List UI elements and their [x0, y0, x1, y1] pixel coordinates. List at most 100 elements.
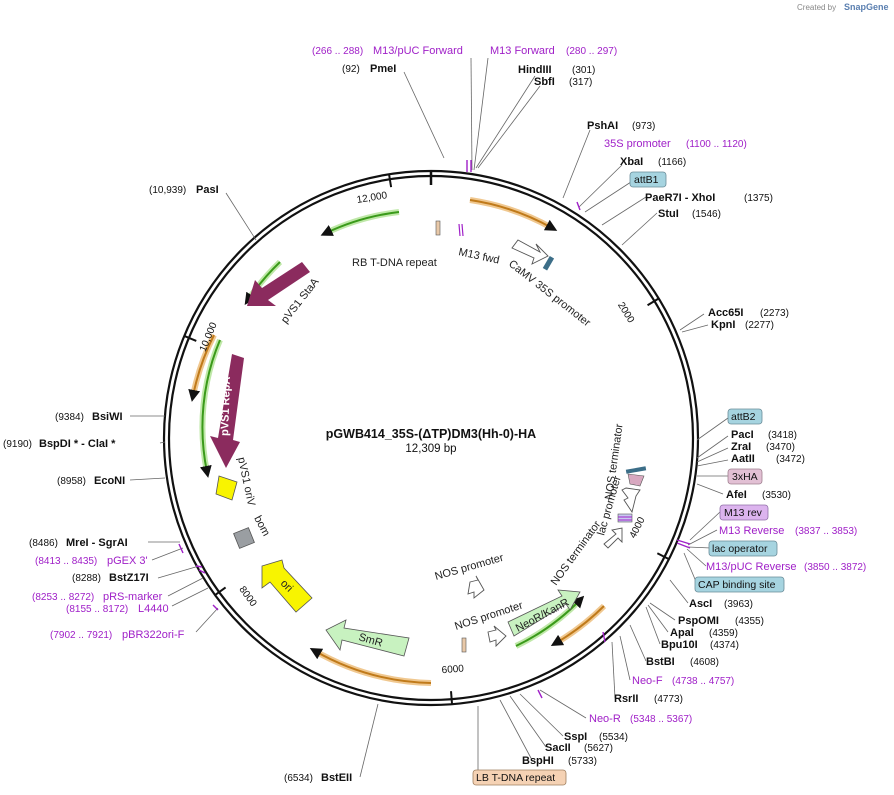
badge-3xha-text: 3xHA [732, 471, 758, 483]
site-afei-name: AfeI [726, 489, 747, 501]
primer-m13puc-rev-pos: (3850 .. 3872) [804, 562, 866, 573]
site-pspomi-name: PspOMI [678, 615, 719, 627]
right-small-features [617, 466, 647, 523]
backbone-outer-circle [162, 169, 700, 707]
pvs1-staa-arrow [247, 262, 310, 306]
primer-35s-name: 35S promoter [604, 138, 671, 150]
site-bpu10i-pos: (4374) [710, 640, 739, 651]
site-bsiwi-pos: (9384) [55, 412, 84, 423]
smr-arrow [325, 619, 410, 657]
site-zrai-pos: (3470) [766, 442, 795, 453]
badge-m13rev-text: M13 rev [724, 507, 763, 519]
feature-label-bom: bom [251, 514, 272, 539]
feature-label-pvs1-repa: pVS1 RepA [219, 376, 233, 436]
primer-m13puc-rev-name: M13/pUC Reverse [706, 561, 796, 573]
nos-terminator-arrow [621, 487, 641, 514]
site-afei-pos: (3530) [762, 490, 791, 501]
site-bstbi-pos: (4608) [690, 657, 719, 668]
site-rsrii-pos: (4773) [654, 694, 683, 705]
neokanr-arrow [507, 589, 581, 637]
site-pshai-name: PshAI [587, 120, 618, 132]
site-bspdi-clai-pos: (9190) [3, 439, 32, 450]
feature-label-rb-repeat: RB T-DNA repeat [352, 257, 437, 269]
site-stui-pos: (1546) [692, 209, 721, 220]
rb-repeat-mark [435, 220, 441, 236]
ori-arrow [261, 559, 313, 613]
site-xbai-pos: (1166) [658, 157, 686, 168]
nos-promoter-arrow-1 [467, 575, 485, 599]
primer-pbr322ori-f-pos: (7902 .. 7921) [50, 630, 112, 641]
badge-attb1-text: attB1 [634, 174, 659, 186]
site-zrai-name: ZraI [731, 441, 751, 453]
site-apai-name: ApaI [670, 627, 694, 639]
site-bpu10i-name: Bpu10I [661, 639, 698, 651]
badge-attb2 [727, 408, 763, 425]
brand-created-by: Created by [797, 3, 836, 12]
site-acc65i-name: Acc65I [708, 307, 743, 319]
m13-fwd-mark [458, 223, 464, 237]
primer-neo-f-pos: (4738 .. 4757) [672, 676, 734, 687]
site-pmei-name: PmeI [370, 63, 396, 75]
badge-3xha [727, 468, 763, 485]
badge-lb-repeat-text: LB T-DNA repeat [476, 772, 555, 784]
bom-box [233, 527, 255, 549]
feature-label-nos-promoter-1: NOS promoter [434, 552, 506, 583]
site-rsrii-name: RsrII [614, 693, 638, 705]
primer-l4440-pos: (8155 .. 8172) [66, 604, 128, 615]
position-ticks [183, 174, 670, 705]
site-labels: (92) PmeI HindIII (301) SbfI (317) PshAI… [3, 63, 805, 784]
site-econi-name: EcoNI [94, 475, 125, 487]
badge-m13rev [719, 504, 769, 521]
primer-pgex3-name: pGEX 3' [107, 555, 148, 567]
site-paci-name: PacI [731, 429, 754, 441]
feature-badges: attB1 attB2 3xHA M13 rev lac operator CA… [472, 171, 785, 786]
tick-mark-6000 [450, 691, 454, 705]
primer-neo-r-pos: (5348 .. 5367) [630, 714, 692, 725]
orf-rb-green [324, 209, 400, 236]
site-sacii-name: SacII [545, 742, 571, 754]
feature-label-camv: CaMV 35S promoter [506, 258, 593, 329]
site-bstbi-name: BstBI [646, 656, 675, 668]
tick-label-12000: 12,000 [356, 190, 388, 206]
site-pasi-pos: (10,939) [149, 185, 186, 196]
feature-label-m13-fwd: M13 fwd [457, 246, 500, 266]
site-sspi-name: SspI [564, 731, 587, 743]
site-sspi-pos: (5534) [599, 732, 628, 743]
badge-lac-operator [708, 540, 778, 557]
site-econi-pos: (8958) [57, 476, 86, 487]
site-asci-pos: (3963) [724, 599, 753, 610]
feature-label-pvs1-oriv: pVS1 oriV [235, 456, 257, 508]
site-pshai-pos: (973) [632, 121, 655, 132]
plasmid-size: 12,309 bp [405, 443, 456, 455]
site-paci-pos: (3418) [768, 430, 797, 441]
badge-attb1 [629, 171, 667, 188]
site-kpni-pos: (2277) [745, 320, 774, 331]
leader-lines [129, 57, 729, 778]
site-pmei-pos: (92) [342, 64, 360, 75]
badge-cap-binding-text: CAP binding site [698, 579, 776, 591]
site-asci-name: AscI [689, 598, 712, 610]
primer-neo-r-name: Neo-R [589, 713, 621, 725]
site-stui-name: StuI [658, 208, 679, 220]
primer-marks [178, 160, 691, 699]
site-aatii-pos: (3472) [776, 454, 805, 465]
primer-m13-rev-name: M13 Reverse [719, 525, 784, 537]
primer-pgex3-pos: (8413 .. 8435) [35, 556, 97, 567]
primer-35s-pos: (1100 .. 1120) [686, 139, 747, 150]
site-apai-pos: (4359) [709, 628, 738, 639]
plasmid-title: pGWB414_35S-(ΔTP)DM3(Hh-0)-HA [326, 427, 536, 441]
primer-l4440-name: L4440 [138, 603, 169, 615]
site-bsteii-pos: (6534) [284, 773, 313, 784]
site-hindiii-pos: (301) [572, 65, 595, 76]
site-xbai-name: XbaI [620, 156, 643, 168]
primer-m13puc-fwd-name: M13/pUC Forward [373, 45, 463, 57]
site-paer7i-xhoi-name: PaeR7I - XhoI [645, 192, 715, 204]
primer-neo-f-name: Neo-F [632, 675, 663, 687]
site-pspomi-pos: (4355) [735, 616, 764, 627]
nos-promoter-arrow-2 [487, 625, 507, 648]
site-mrei-sgrai-name: MreI - SgrAI [66, 537, 128, 549]
pvs1-oriv-box [215, 475, 238, 501]
feature-label-nos-terminator-1: NOS terminator [549, 519, 604, 588]
